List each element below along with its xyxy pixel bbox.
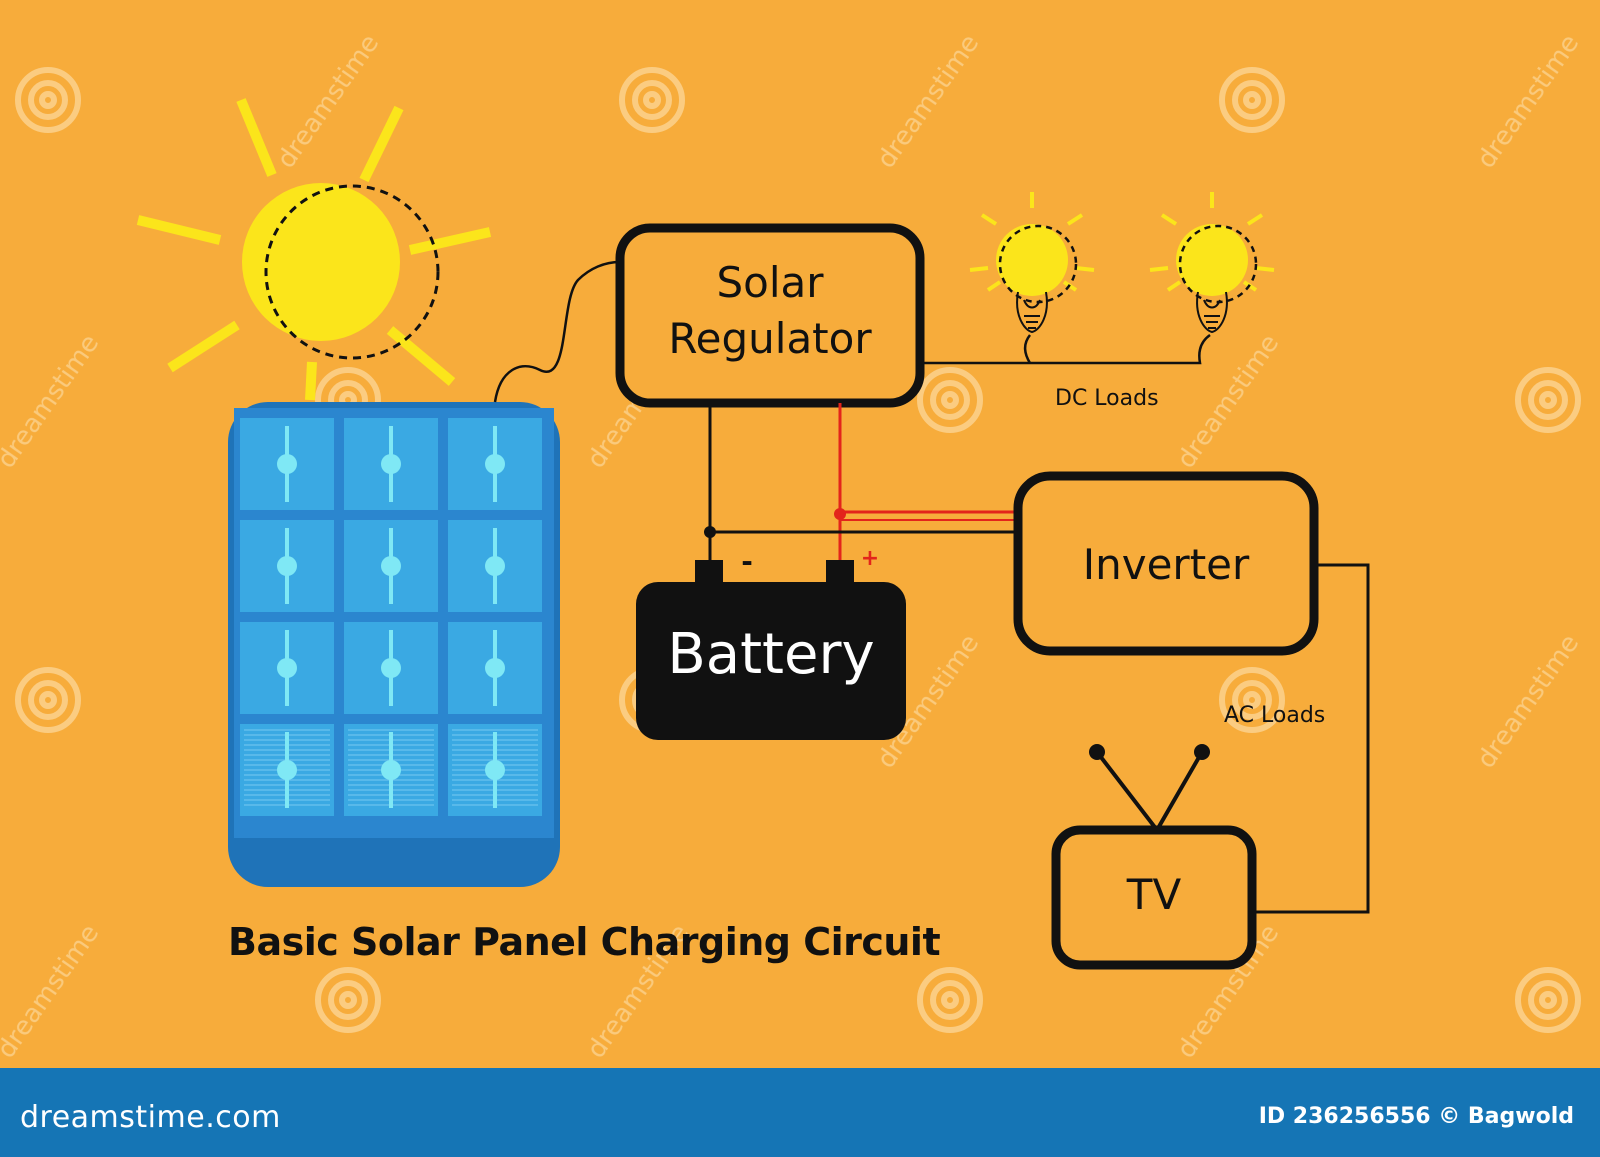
light-bulb-icon <box>969 192 1095 334</box>
light-bulb-icon <box>1149 192 1275 334</box>
watermark-text: dreamstime <box>1471 29 1585 174</box>
dc-loads-label: DC Loads <box>1055 386 1159 411</box>
tv-box <box>1051 825 1257 970</box>
regulator-label-line2: Regulator <box>668 314 872 363</box>
junction-node <box>704 526 716 538</box>
panel-regulator-wire <box>493 260 621 403</box>
dc-loads-wire <box>924 333 1211 365</box>
junction-node <box>834 508 846 520</box>
battery-negative-sign: - <box>741 545 753 578</box>
battery-label: Battery <box>667 622 875 687</box>
inverter-box <box>1013 471 1319 656</box>
ac-loads-wire <box>1256 563 1370 914</box>
watermark-text: dreamstime <box>1171 329 1285 474</box>
circuit-diagram: dreamstime dreamstime dreamstime dreamst… <box>0 29 1585 1064</box>
watermark-text: dreamstime <box>0 329 105 474</box>
watermark-text: dreamstime <box>1471 629 1585 774</box>
tv-antenna-icon <box>1089 744 1210 832</box>
ac-loads-label: AC Loads <box>1224 703 1326 728</box>
tv-label: TV <box>1126 870 1182 919</box>
watermark-text: dreamstime <box>871 29 985 174</box>
solar-panel-icon <box>228 402 560 887</box>
solar-regulator-box <box>615 223 925 408</box>
battery-positive-sign: + <box>860 546 880 571</box>
watermark-text: dreamstime <box>271 29 385 174</box>
battery-icon <box>636 560 906 740</box>
footer-image-id: ID 236256556 © Bagwold <box>1258 1104 1574 1129</box>
regulator-label: Solar Regulator <box>620 255 920 367</box>
footer-bar: dreamstime.com ID 236256556 © Bagwold <box>0 1068 1600 1157</box>
regulator-label-line1: Solar <box>716 258 824 307</box>
sun-icon <box>136 98 492 401</box>
footer-brand[interactable]: dreamstime.com <box>20 1100 281 1135</box>
watermark-text: dreamstime <box>0 919 105 1064</box>
inverter-label: Inverter <box>1082 540 1250 589</box>
diagram-title: Basic Solar Panel Charging Circuit <box>228 920 941 964</box>
